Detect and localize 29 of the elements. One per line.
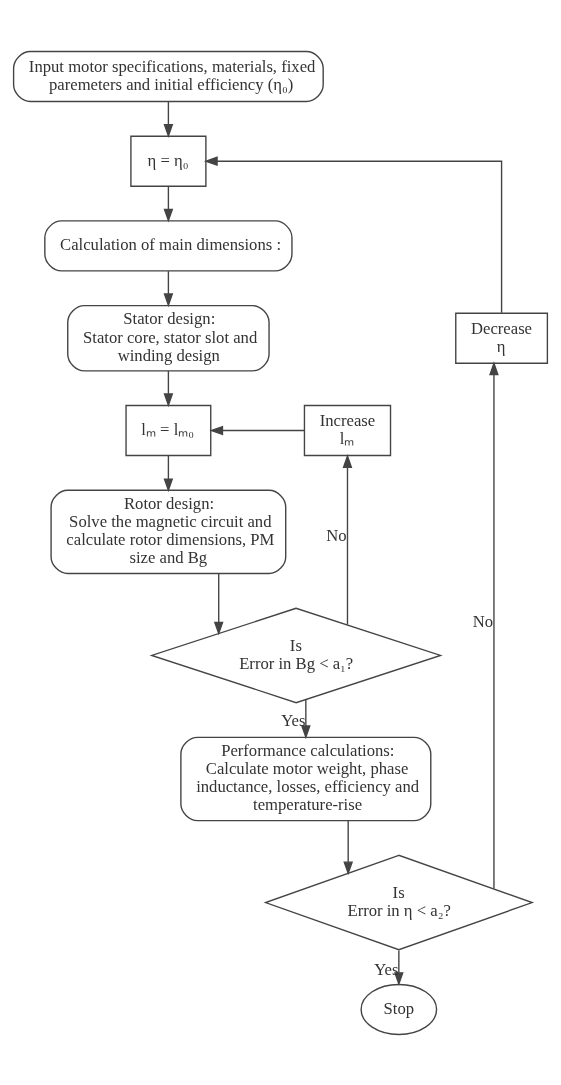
edge-label: Yes bbox=[281, 710, 306, 730]
node-box: η = η₀ bbox=[130, 135, 207, 187]
node-box: Increase lₘ bbox=[303, 404, 392, 456]
node-box: Performance calculations: Calculate motor weight, phase inductance, losses, efficiency and temperature-rise bbox=[180, 736, 432, 821]
edge-label: No bbox=[326, 525, 347, 545]
arrow bbox=[342, 453, 353, 625]
arrow bbox=[163, 369, 174, 407]
edge-label: Yes bbox=[374, 959, 399, 979]
node-ellipse: Stop bbox=[360, 983, 438, 1035]
node-box: Calculation of main dimensions : bbox=[44, 219, 293, 272]
arrow bbox=[300, 698, 311, 739]
arrow bbox=[203, 155, 503, 314]
node-box: Stator design: Stator core, stator slot and winding design bbox=[67, 304, 270, 372]
arrow bbox=[343, 819, 354, 875]
node-box: Rotor design: Solve the magnetic circuit and calculate rotor dimensions, PM size and Bg bbox=[50, 489, 287, 574]
arrow bbox=[489, 360, 499, 889]
node-box: Input motor specifications, materials, fixed paremeters and initial efficiency (η₀) bbox=[12, 50, 324, 102]
arrow bbox=[163, 269, 174, 307]
node-diamond: Is Error in Bg < a₁? bbox=[149, 607, 443, 703]
edge-label: No bbox=[472, 611, 494, 631]
arrow bbox=[163, 100, 174, 138]
arrow bbox=[213, 572, 224, 636]
arrow bbox=[393, 949, 404, 986]
arrow bbox=[209, 425, 305, 435]
arrow bbox=[163, 185, 174, 223]
node-diamond: Is Error in η < a₂? bbox=[263, 854, 535, 950]
node-box: lₘ = lₘ₀ bbox=[125, 404, 212, 456]
node-box: Decrease η bbox=[455, 312, 549, 364]
arrow bbox=[163, 454, 174, 492]
